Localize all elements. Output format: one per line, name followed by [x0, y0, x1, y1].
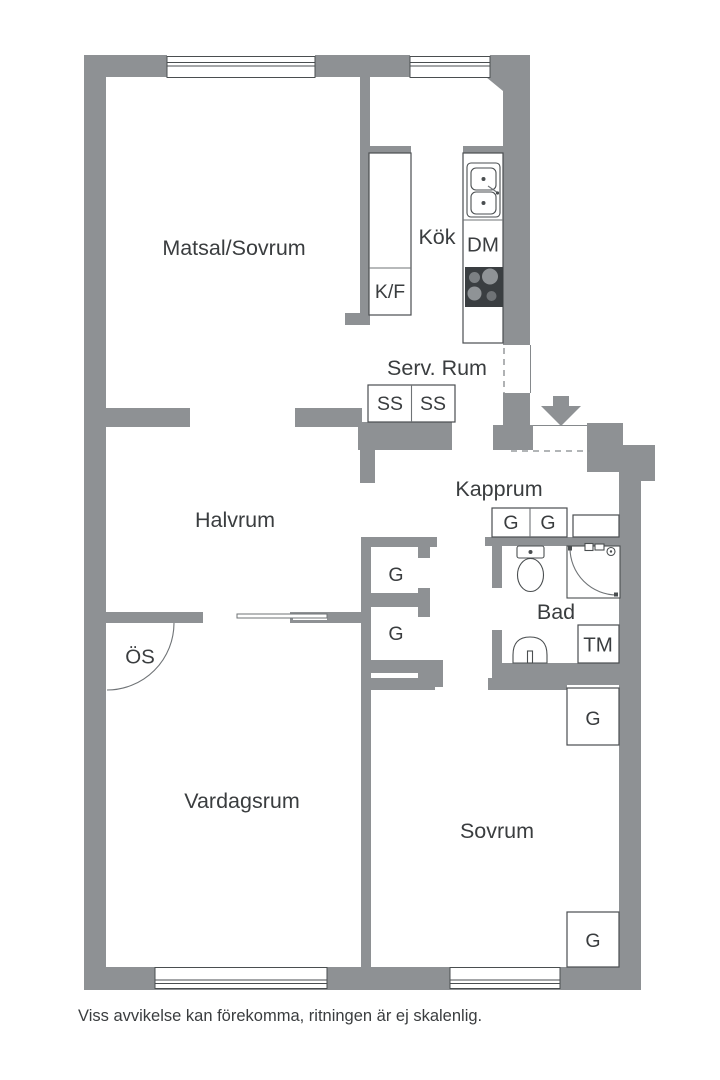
fixture-label-dm: DM: [467, 234, 499, 257]
wall-serv-arm: [295, 408, 362, 427]
fixture-label-g-hall-1: G: [503, 512, 518, 534]
stove-icon: [465, 267, 503, 307]
kitchen-fixtures: [368, 152, 504, 344]
room-label-halvrum: Halvrum: [195, 508, 275, 532]
wall-kitchen-divider: [360, 77, 370, 325]
wall-top-mid: [315, 55, 410, 77]
wall-entrance-left-jamb: [503, 393, 530, 425]
fixture-label-kf: K/F: [375, 281, 405, 303]
wall-left: [84, 55, 106, 990]
window-kok: [409, 56, 491, 78]
disclaimer-text: Viss avvikelse kan förekomma, ritningen …: [78, 1007, 482, 1025]
fixture-label-g-hall-2: G: [540, 512, 555, 534]
toilet-icon: [516, 545, 545, 593]
fixture-label-g-sovrum-1: G: [585, 708, 600, 730]
tm-machine: [577, 624, 620, 664]
window-matsal: [166, 56, 316, 78]
fixture-label-ss2: SS: [420, 393, 446, 415]
wall-kitchen-divider-foot: [345, 313, 370, 325]
gg-closet-kapprum: [491, 507, 568, 538]
wall-halv-vard-left: [106, 612, 203, 623]
wall-entrance-left-step: [493, 425, 533, 450]
wall-closet-top-stub: [418, 547, 430, 558]
doors-and-details: [106, 345, 590, 691]
room-label-bad: Bad: [537, 600, 575, 624]
room-label-matsal-sovrum: Matsal/Sovrum: [162, 236, 305, 260]
window-sovrum: [449, 967, 561, 989]
wall-bad-left-lower: [492, 630, 502, 685]
wall-sovrum-top-left: [361, 678, 435, 690]
wall-vard-sov-divider: [361, 673, 371, 967]
wall-kf-stub: [369, 146, 411, 153]
wall-bad-left-upper: [492, 546, 502, 588]
kapprum-shelf: [572, 514, 620, 538]
wall-bad-top: [485, 537, 619, 546]
sink-icon: [466, 162, 501, 218]
shower-icon: [566, 542, 621, 599]
fixture-label-g-mid-1: G: [388, 564, 403, 586]
washbasin-icon: [512, 636, 548, 664]
wall-closet-bottom-bar: [361, 660, 430, 673]
wall-closet-mid-bar: [361, 593, 430, 607]
wall-counter-stub: [463, 146, 503, 153]
wall-entrance-right: [587, 423, 655, 481]
wall-bad-bottom: [492, 663, 641, 685]
wall-halvrum-top: [106, 408, 190, 427]
fixture-label-g-mid-2: G: [388, 623, 403, 645]
bathroom-fixtures: [512, 542, 621, 664]
labels: Matsal/Sovrum Kök Serv. Rum Kapprum Halv…: [78, 225, 613, 1025]
sliding-door-panel: [236, 613, 328, 619]
room-label-serv-rum: Serv. Rum: [387, 356, 487, 380]
wall-top-right-chamfer: [486, 55, 530, 345]
fixture-label-os: ÖS: [125, 646, 155, 669]
ss-closet: [367, 384, 456, 423]
g-closet-sovrum-top: [566, 687, 620, 746]
g-closet-sovrum-bottom: [566, 911, 620, 968]
room-label-sovrum: Sovrum: [460, 819, 534, 843]
fixture-label-ss1: SS: [377, 393, 403, 415]
room-label-kok: Kök: [418, 225, 455, 249]
window-vardagsrum: [154, 967, 328, 989]
wall-right-lower: [619, 472, 641, 990]
room-label-kapprum: Kapprum: [455, 477, 542, 501]
wall-closet-top-bar: [361, 537, 437, 547]
closets: [367, 384, 620, 968]
fixture-label-g-sovrum-2: G: [585, 930, 600, 952]
fireplace-arc: [106, 622, 175, 691]
windows: [154, 56, 561, 989]
counter-kf: [368, 152, 412, 316]
fixture-label-tm: TM: [583, 634, 613, 657]
wall-top-left: [84, 55, 167, 77]
wall-closet-mid-cap: [418, 588, 430, 617]
entrance-arrow-icon: [541, 396, 581, 426]
walls: [84, 55, 655, 990]
room-label-vardagsrum: Vardagsrum: [184, 789, 300, 813]
wall-serv-stub: [360, 427, 375, 483]
